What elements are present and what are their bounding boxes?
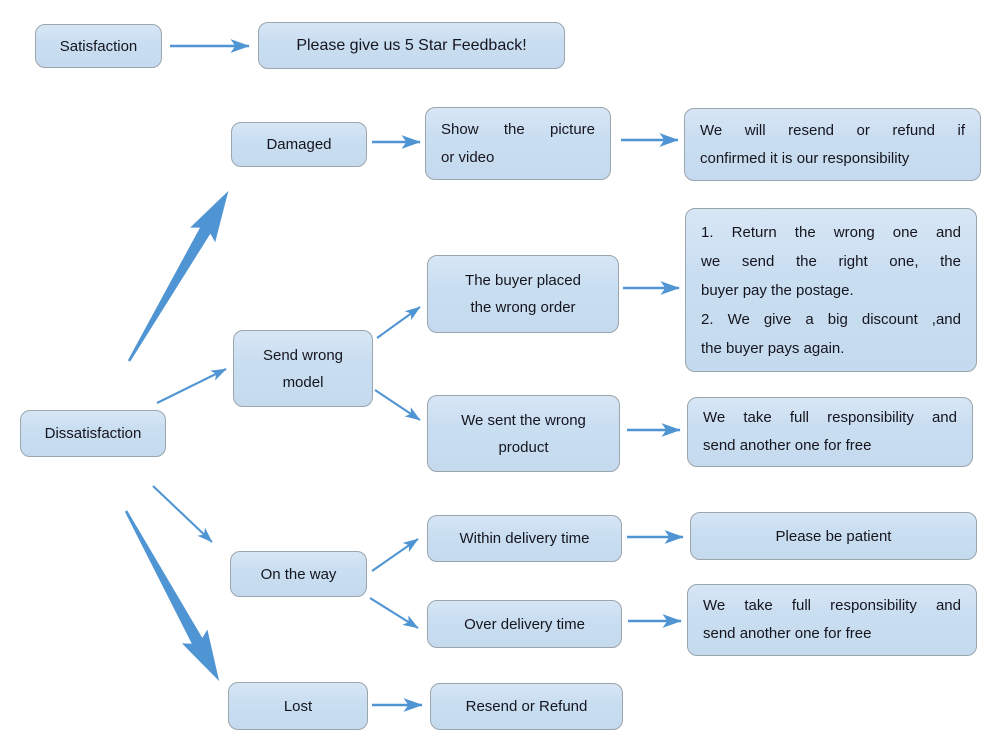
node-resend-if-confirmed-line: confirmed it is our responsibility [700,149,910,167]
arrow-send-wrong-model-to-sent-wrong-product [374,389,421,421]
node-damaged: Damaged [231,122,367,167]
node-over-delivery-time-label: Over delivery time [464,615,585,633]
node-on-the-way-label: On the way [260,565,337,583]
node-show-picture: Show the picture or video [425,107,611,180]
node-sent-wrong-product-line: We sent the wrong [461,411,586,429]
node-dissatisfaction: Dissatisfaction [20,410,166,457]
node-send-wrong-model-line: Send wrong [262,346,344,364]
node-satisfaction: Satisfaction [35,24,162,68]
node-send-wrong-model: Send wrong model [233,330,373,407]
node-resend-if-confirmed: We will resend or refund if confirmed it… [684,108,981,181]
node-buyer-wrong-order-line: The buyer placed [465,272,581,289]
node-full-responsibility-2-line: We take full responsibility and [703,597,961,614]
node-sent-wrong-product: We sent the wrong product [427,395,620,472]
node-dissatisfaction-label: Dissatisfaction [44,425,142,442]
node-on-the-way: On the way [230,551,367,597]
node-sent-wrong-product-line: product [498,438,549,456]
node-within-delivery-time-label: Within delivery time [459,530,590,547]
node-full-responsibility-1-line: We take full responsibility and [703,409,957,426]
node-feedback: Please give us 5 Star Feedback! [258,22,565,69]
node-return-or-discount: 1. Return the wrong one and we send the … [685,208,977,372]
arrow-dissatisfaction-to-damaged [127,190,229,362]
return-option-2-line: the buyer pays again. [701,339,845,357]
return-option-1-line: 1. Return the wrong one and [701,223,961,241]
node-resend-or-refund-label: Resend or Refund [465,698,588,715]
node-buyer-wrong-order: The buyer placed the wrong order [427,255,619,333]
node-full-responsibility-1-line: send another one for free [703,437,872,454]
node-full-responsibility-1: We take full responsibility and send ano… [687,397,973,467]
arrow-dissatisfaction-to-on-the-way [152,485,213,543]
node-satisfaction-label: Satisfaction [59,37,138,55]
node-send-wrong-model-line: model [282,373,324,391]
node-lost-label: Lost [283,697,313,715]
arrow-dissatisfaction-to-lost [124,510,220,682]
arrow-on-the-way-to-within-delivery [371,538,419,572]
node-lost: Lost [228,682,368,730]
return-option-2-line: 2. We give a big discount ,and [701,310,961,328]
node-show-picture-line: or video [441,148,495,166]
return-option-1-line: we send the right one, the [701,252,961,270]
arrow-send-wrong-model-to-buyer-wrong-order [376,306,421,339]
node-resend-if-confirmed-line: We will resend or refund if [700,121,965,139]
node-please-be-patient: Please be patient [690,512,977,560]
node-full-responsibility-2: We take full responsibility and send ano… [687,584,977,656]
node-resend-or-refund: Resend or Refund [430,683,623,730]
node-feedback-label: Please give us 5 Star Feedback! [296,36,527,54]
node-within-delivery-time: Within delivery time [427,515,622,562]
node-show-picture-line: Show the picture [441,120,595,138]
return-option-1-line: buyer pay the postage. [701,281,854,299]
node-over-delivery-time: Over delivery time [427,600,622,648]
node-full-responsibility-2-line: send another one for free [703,625,872,642]
node-buyer-wrong-order-line: the wrong order [470,299,576,316]
arrow-dissatisfaction-to-send-wrong-model [156,368,227,404]
node-damaged-label: Damaged [266,136,332,153]
arrow-on-the-way-to-over-delivery [369,597,419,629]
node-please-be-patient-label: Please be patient [775,527,892,545]
